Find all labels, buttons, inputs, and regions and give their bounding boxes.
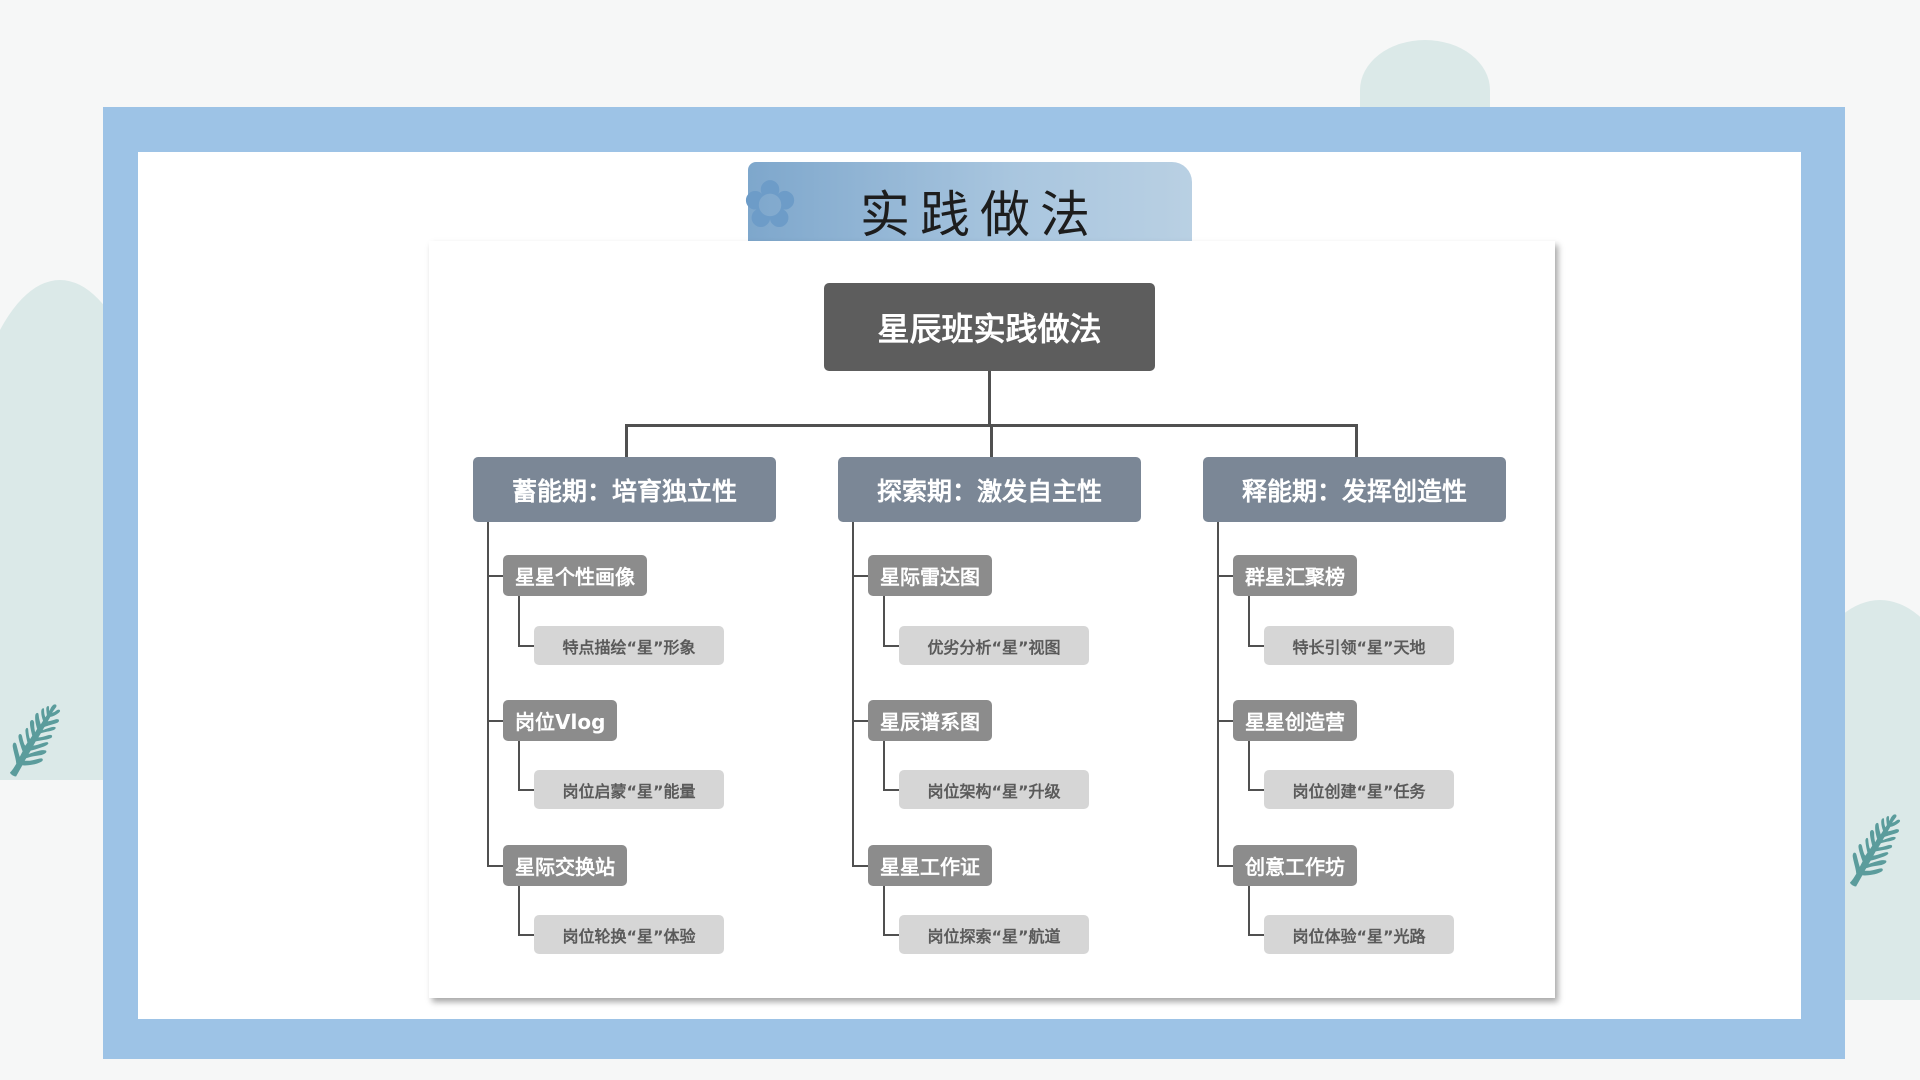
connector <box>852 865 868 867</box>
connector <box>1248 934 1264 936</box>
connector <box>852 575 868 577</box>
bamboo-leaf-decoration: ⸙ <box>1830 777 1920 916</box>
item-node: 创意工作坊 <box>1233 845 1357 886</box>
connector <box>1217 865 1233 867</box>
connector <box>852 522 854 867</box>
connector <box>852 720 868 722</box>
slide-title: 实践做法 <box>860 186 1100 244</box>
item-node: 星星工作证 <box>868 845 992 886</box>
branch-node: 释能期：发挥创造性 <box>1203 457 1506 522</box>
sub-item-node: 特点描绘“星”形象 <box>534 626 724 665</box>
connector <box>1248 886 1250 935</box>
connector <box>487 522 489 867</box>
connector <box>487 575 503 577</box>
sub-item-node: 岗位探索“星”航道 <box>899 915 1089 954</box>
connector <box>883 886 885 935</box>
item-node: 群星汇聚榜 <box>1233 555 1357 596</box>
branch-node: 蓄能期：培育独立性 <box>473 457 776 522</box>
connector <box>883 789 899 791</box>
connector <box>883 741 885 790</box>
root-node: 星辰班实践做法 <box>824 283 1155 371</box>
connector <box>990 424 993 457</box>
branch-node: 探索期：激发自主性 <box>838 457 1141 522</box>
sub-item-node: 特长引领“星”天地 <box>1264 626 1454 665</box>
connector <box>518 596 520 646</box>
connector <box>883 596 885 646</box>
connector <box>518 741 520 790</box>
sub-item-node: 优劣分析“星”视图 <box>899 626 1089 665</box>
connector <box>1248 789 1264 791</box>
sub-item-node: 岗位启蒙“星”能量 <box>534 770 724 809</box>
item-node: 岗位Vlog <box>503 700 618 741</box>
sub-item-node: 岗位架构“星”升级 <box>899 770 1089 809</box>
item-node: 星星创造营 <box>1233 700 1357 741</box>
sub-item-node: 岗位轮换“星”体验 <box>534 915 724 954</box>
item-node: 星星个性画像 <box>503 555 647 596</box>
connector <box>625 424 628 457</box>
connector <box>1248 645 1264 647</box>
connector <box>487 720 503 722</box>
connector <box>518 934 534 936</box>
connector <box>487 865 503 867</box>
connector <box>1217 522 1219 867</box>
connector <box>883 645 899 647</box>
sub-item-node: 岗位创建“星”任务 <box>1264 770 1454 809</box>
item-node: 星辰谱系图 <box>868 700 992 741</box>
connector <box>1355 424 1358 457</box>
connector <box>1217 575 1233 577</box>
connector <box>1248 741 1250 790</box>
connector <box>518 789 534 791</box>
bamboo-leaf-decoration: ⸙ <box>0 650 80 813</box>
connector <box>988 371 991 426</box>
item-node: 星际雷达图 <box>868 555 992 596</box>
connector <box>1248 596 1250 646</box>
connector <box>518 645 534 647</box>
connector <box>1217 720 1233 722</box>
item-node: 星际交换站 <box>503 845 627 886</box>
sub-item-node: 岗位体验“星”光路 <box>1264 915 1454 954</box>
connector <box>518 886 520 935</box>
connector <box>883 934 899 936</box>
flower-icon: ✿ <box>742 166 798 243</box>
